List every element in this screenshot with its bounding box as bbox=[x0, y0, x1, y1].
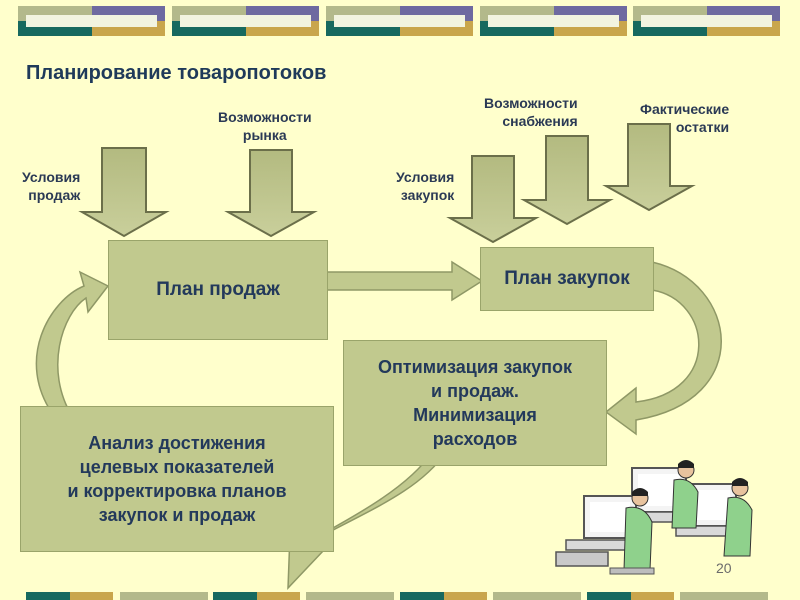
footer-strip bbox=[587, 592, 631, 600]
down-arrow-supply bbox=[520, 135, 614, 226]
label-market-opportunities: Возможности рынка bbox=[218, 109, 312, 143]
footer-strip bbox=[444, 592, 487, 600]
footer-strip bbox=[26, 592, 70, 600]
optimization-label: Оптимизация закупок и продаж. Минимизаци… bbox=[377, 357, 573, 449]
footer-strip bbox=[400, 592, 444, 600]
label-actual-stock: Фактические остатки bbox=[640, 101, 730, 135]
label-purchase-conditions: Условия закупок bbox=[396, 169, 455, 203]
footer-strip bbox=[680, 592, 768, 600]
footer-strip bbox=[213, 592, 257, 600]
footer-strip bbox=[306, 592, 394, 600]
optimization-box: Оптимизация закупок и продаж. Минимизаци… bbox=[343, 340, 607, 466]
footer-strip bbox=[70, 592, 113, 600]
down-arrow-market bbox=[224, 149, 318, 238]
curved-arrow-optimization-down bbox=[287, 451, 448, 590]
down-arrow-sales-conditions bbox=[78, 147, 170, 238]
header-tile bbox=[633, 6, 780, 36]
footer-strip bbox=[257, 592, 300, 600]
header-tile bbox=[18, 6, 165, 36]
down-arrow-stock bbox=[602, 123, 696, 212]
down-arrow-purchase-conditions bbox=[446, 155, 540, 244]
header-tile bbox=[172, 6, 319, 36]
analysis-label: Анализ достижения целевых показателей и … bbox=[67, 433, 287, 525]
page-title: Планирование товаропотоков bbox=[26, 62, 327, 84]
sales-plan-box: План продаж bbox=[108, 240, 328, 340]
footer-strip bbox=[120, 592, 208, 600]
footer-strip bbox=[631, 592, 674, 600]
header-tile bbox=[480, 6, 627, 36]
header-tile bbox=[326, 6, 473, 36]
people-at-computers-illustration bbox=[555, 460, 753, 575]
sales-plan-label: План продаж bbox=[156, 279, 280, 300]
curved-arrow-analysis-to-sales bbox=[35, 270, 110, 417]
footer-strip bbox=[493, 592, 581, 600]
curved-arrow-purchase-to-optimization bbox=[604, 261, 722, 436]
analysis-box: Анализ достижения целевых показателей и … bbox=[20, 406, 334, 552]
label-sales-conditions: Условия продаж bbox=[22, 169, 81, 203]
label-supply-opportunities: Возможности снабжения bbox=[484, 95, 578, 129]
page-number: 20 bbox=[716, 560, 732, 576]
purchase-plan-box: План закупок bbox=[480, 247, 654, 311]
purchase-plan-label: План закупок bbox=[504, 268, 630, 289]
right-arrow-sales-to-purchase bbox=[319, 260, 484, 302]
